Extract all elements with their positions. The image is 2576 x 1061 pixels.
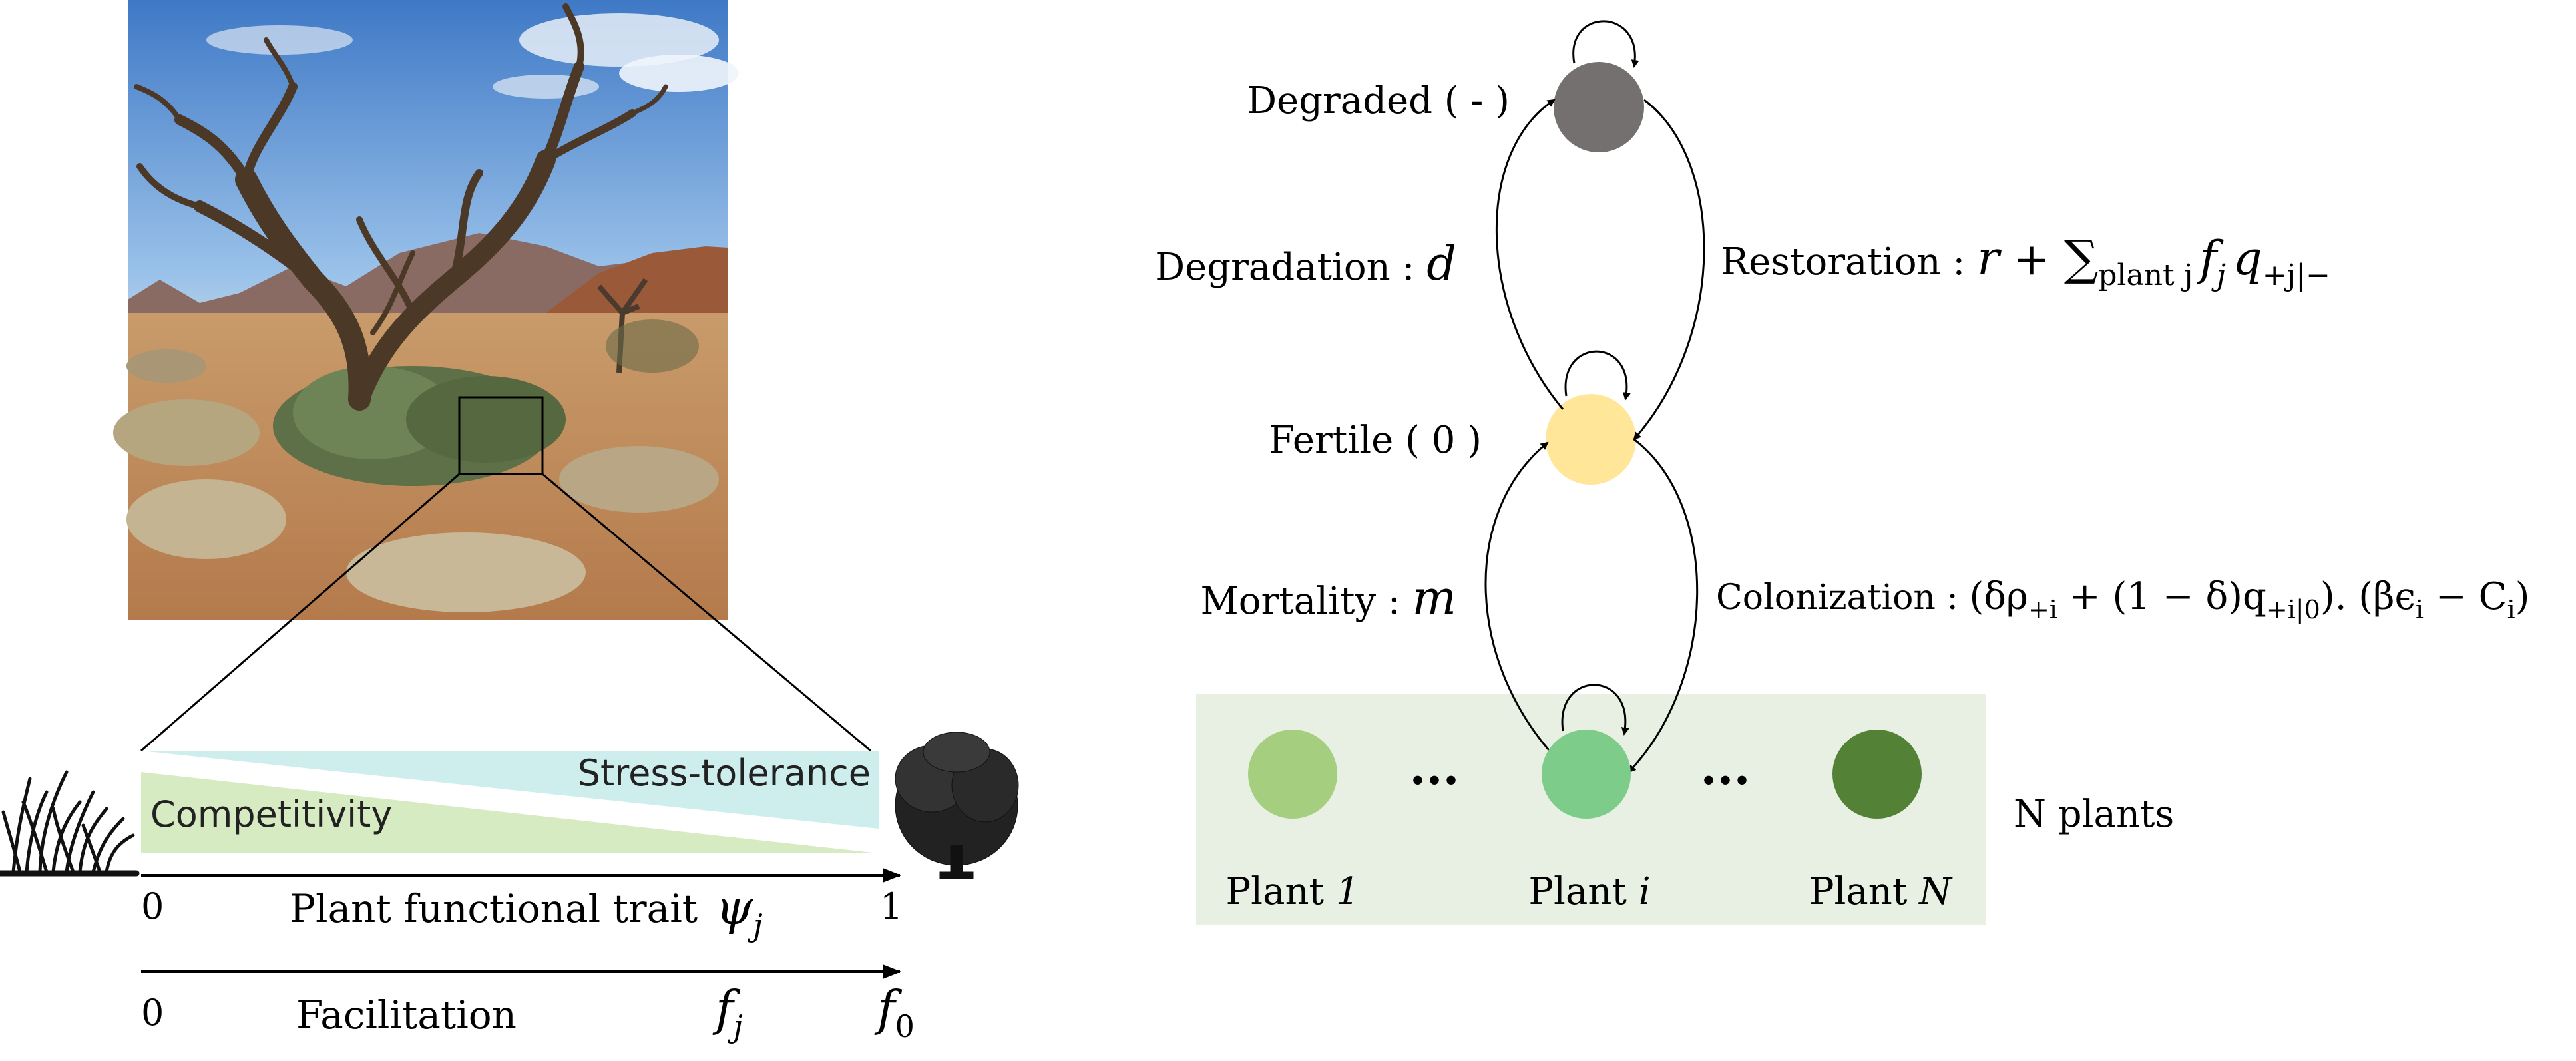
colonization-label: Colonization : (δρ+i + (1 − δ)q+i|0). (β…: [1716, 575, 2529, 624]
facilitation-axis-symbol: fj: [712, 980, 743, 1044]
trait-axis-label: Plant functional trait: [290, 886, 698, 931]
degraded-state-circle: [1554, 62, 1644, 152]
ellipsis-right: ...: [1700, 739, 1750, 795]
fertile-label: Fertile ( 0 ): [1269, 419, 1482, 462]
stress-tolerance-wedge: [141, 751, 879, 829]
plant-n-label: Plant N: [1809, 870, 1953, 913]
shrub-silhouette-icon: [895, 732, 1019, 879]
desert-tree-photo: [113, 0, 739, 620]
degradation-arrow: [1496, 99, 1564, 410]
facilitation-axis-label: Facilitation: [296, 992, 517, 1038]
plant-1-circle: [1248, 730, 1337, 819]
ellipsis-left: ...: [1409, 739, 1459, 795]
mortality-arrow: [1484, 441, 1564, 767]
facilitation-axis-start: 0: [141, 992, 164, 1034]
zoom-line-left: [140, 473, 460, 752]
fertile-state-circle: [1546, 394, 1636, 485]
colonization-arrow: [1627, 438, 1699, 773]
degraded-self-loop: [1572, 20, 1639, 68]
restoration-arrow: [1633, 99, 1705, 441]
n-plants-label: N plants: [2014, 793, 2174, 836]
grass-silhouette-icon: [0, 770, 140, 877]
plant-1-label: Plant 1: [1226, 870, 1360, 913]
mortality-label: Mortality : m: [1200, 570, 1456, 625]
zoom-line-right: [542, 473, 871, 752]
stress-tolerance-label: Stress-tolerance: [578, 752, 871, 794]
trait-axis-symbol: ψj: [716, 879, 763, 943]
plant-i-circle: [1542, 730, 1631, 819]
competitivity-label: Competitivity: [150, 793, 392, 835]
plant-n-circle: [1832, 730, 1922, 819]
plant-i-self-loop: [1561, 684, 1629, 736]
degradation-label: Degradation : d: [1155, 236, 1456, 291]
trait-axis-start: 0: [141, 885, 164, 927]
facilitation-axis-end: f0: [874, 980, 915, 1044]
degraded-label: Degraded ( - ): [1247, 79, 1510, 122]
trait-axis-end: 1: [880, 885, 903, 927]
plant-i-label: Plant i: [1528, 870, 1650, 913]
fertile-self-loop: [1564, 350, 1631, 401]
competitivity-wedge: [141, 772, 879, 853]
